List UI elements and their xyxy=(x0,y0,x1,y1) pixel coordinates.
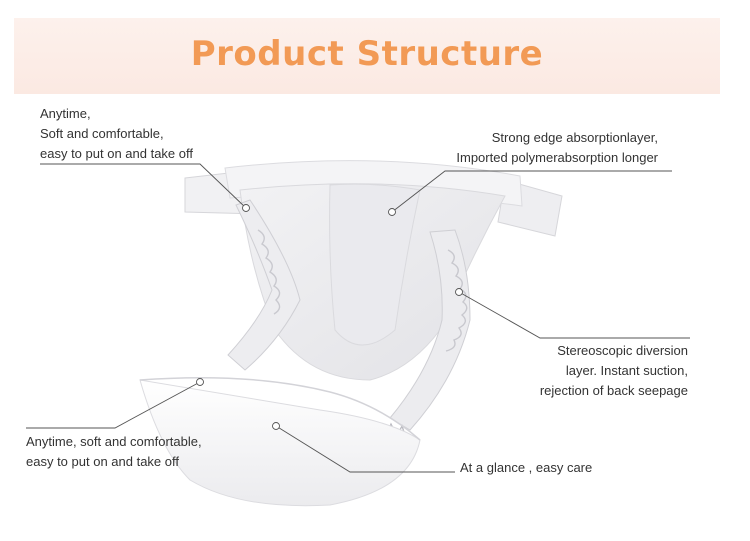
leader-mid-right xyxy=(458,291,690,339)
left-leak-guard xyxy=(227,199,301,371)
marker-bottom-left xyxy=(196,378,204,386)
marker-top-right xyxy=(388,208,396,216)
leader-top-right xyxy=(391,170,672,213)
title-banner: Product Structure xyxy=(14,18,720,94)
page-title: Product Structure xyxy=(190,34,544,74)
marker-bottom-right xyxy=(272,422,280,430)
leader-bottom-left xyxy=(26,381,201,429)
marker-mid-right xyxy=(455,288,463,296)
callout-bottom-right: At a glance , easy care xyxy=(460,460,593,475)
leader-top-left xyxy=(40,163,247,209)
callout-top-left: Anytime, Soft and comfortable, easy to p… xyxy=(40,106,193,161)
leader-bottom-right xyxy=(275,425,455,473)
callout-bottom-left: Anytime, soft and comfortable, easy to p… xyxy=(26,434,202,469)
callout-leaders xyxy=(26,163,690,473)
callout-top-right: Strong edge absorptionlayer, Imported po… xyxy=(456,130,658,165)
marker-top-left xyxy=(242,204,250,212)
diaper-front xyxy=(139,379,421,507)
callout-mid-right: Stereoscopic diversion layer. Instant su… xyxy=(539,343,688,398)
